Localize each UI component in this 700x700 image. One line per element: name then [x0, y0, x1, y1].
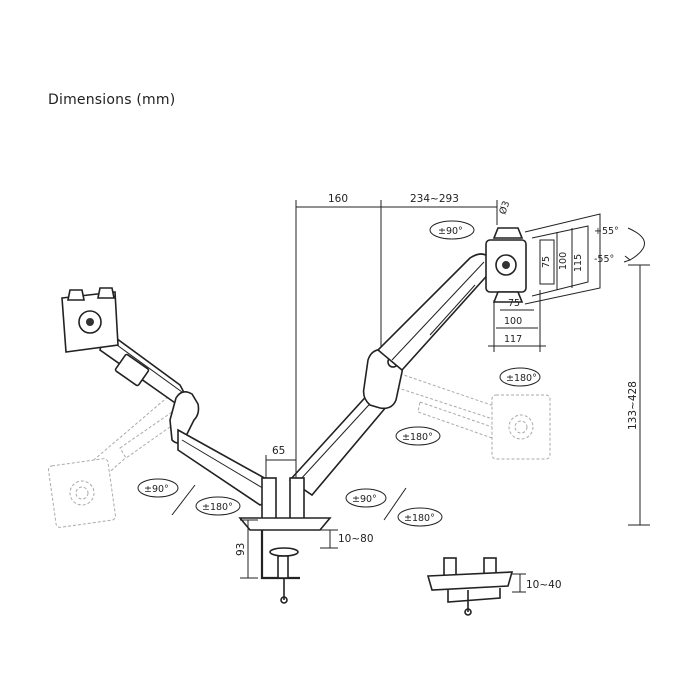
dim-phi3-label: Ø3 — [497, 200, 512, 216]
dim-65-label: 65 — [272, 445, 285, 457]
grommet-mount: 10~40 — [426, 557, 562, 616]
vesa-115-v-label: 115 — [573, 254, 584, 272]
rotation-mid: ±180° — [395, 426, 441, 446]
vesa-75-h-label: 75 — [508, 298, 520, 309]
vesa-75-v-label: 75 — [541, 256, 552, 268]
rot-180-mid-label: ±180° — [402, 432, 433, 443]
rotation-top: ±90° — [429, 220, 475, 240]
rotation-left: ±90° ±180° — [137, 478, 241, 516]
vesa-plate: 75 100 115 75 100 117 — [488, 213, 601, 352]
right-arm — [288, 227, 527, 497]
dim-234-293-label: 234~293 — [410, 193, 459, 205]
top-dimensions: 160 234~293 Ø3 — [295, 193, 512, 460]
rot-180-left-label: ±180° — [202, 502, 233, 513]
rot-90-center-label: ±90° — [352, 494, 377, 505]
height-dimension: 133~428 — [627, 264, 650, 526]
ghost-right-arm — [391, 371, 551, 460]
vesa-117-h-label: 117 — [504, 334, 522, 345]
left-arm — [61, 287, 273, 506]
rotation-right: ±180° — [499, 367, 541, 387]
vesa-100-h-label: 100 — [504, 316, 522, 327]
vesa-100-v-label: 100 — [558, 252, 569, 270]
tilt-down-label: -55° — [594, 254, 614, 265]
rot-180-center-label: ±180° — [404, 513, 435, 524]
dim-10-40-label: 10~40 — [526, 579, 562, 591]
rotation-center: ±90° ±180° — [345, 487, 443, 527]
height-range-label: 133~428 — [627, 381, 639, 430]
pole-base: 65 93 10~80 — [235, 445, 374, 604]
dim-93-label: 93 — [235, 543, 247, 556]
ghost-left-arm — [47, 394, 183, 528]
rot-90-left-label: ±90° — [144, 484, 169, 495]
rot-90-top-label: ±90° — [438, 226, 463, 237]
tilt-indicator: +55° -55° — [594, 226, 645, 265]
dim-10-80-label: 10~80 — [338, 533, 374, 545]
rot-180-right-label: ±180° — [506, 373, 537, 384]
tilt-up-label: +55° — [594, 226, 619, 237]
dim-160-label: 160 — [328, 193, 348, 205]
diagram-title: Dimensions (mm) — [48, 92, 176, 108]
